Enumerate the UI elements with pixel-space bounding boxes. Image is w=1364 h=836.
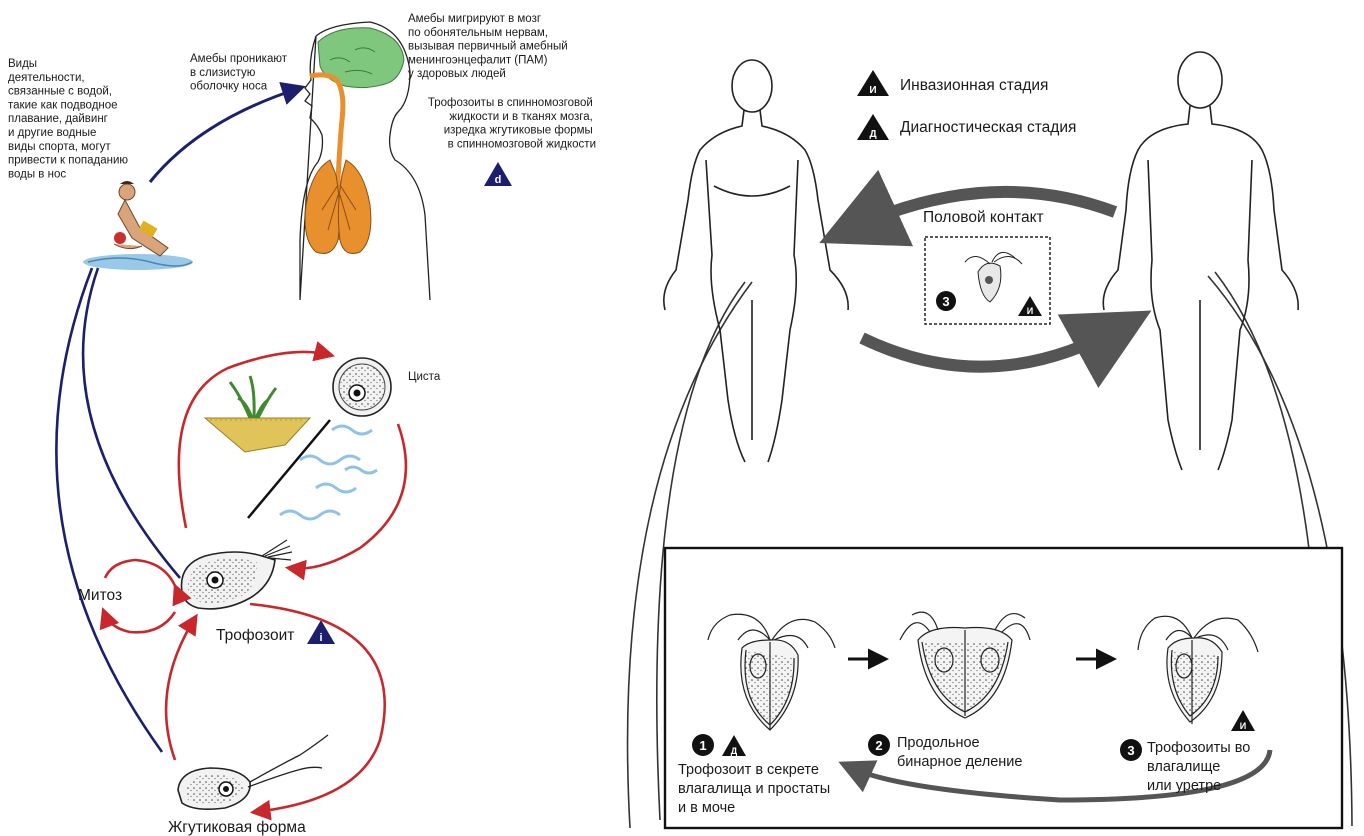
water-waves — [280, 426, 377, 519]
arrow-flagellate-to-trophozoite — [166, 618, 195, 760]
male-figure — [1103, 52, 1298, 470]
svg-text:1: 1 — [699, 738, 706, 753]
svg-text:Д: Д — [869, 129, 876, 140]
csf-text: Трофозоиты в спинномозговой жидкости и в… — [428, 97, 596, 150]
legend-diagnostic: Д Диагностическая стадия — [857, 114, 1076, 140]
svg-text:Диагностическая стадия: Диагностическая стадия — [900, 119, 1076, 136]
flagellate-label: Жгутиковая форма — [168, 819, 306, 836]
nose-entry-text: Амебы проникают в слизистую оболочку нос… — [190, 53, 290, 93]
svg-text:3: 3 — [942, 294, 949, 309]
cyst-illustration — [333, 358, 391, 416]
svg-text:i: i — [319, 632, 322, 644]
arrow-female-to-male — [862, 328, 1120, 367]
legend-invasive: И Инвазионная стадия — [857, 70, 1048, 96]
svg-text:2: 2 — [875, 738, 882, 753]
naegleria-life-cycle: Виды деятельности, связанные с водой, та… — [8, 13, 596, 836]
arrow-mitosis-bottom — [104, 612, 175, 632]
line-flagellate-to-water — [56, 268, 162, 752]
line-trophozoite-to-water — [83, 268, 180, 578]
svg-text:И: И — [1240, 721, 1246, 731]
svg-text:Инвазионная стадия: Инвазионная стадия — [900, 77, 1048, 94]
mitosis-label: Митоз — [78, 587, 122, 604]
trophozoite-illustration — [181, 540, 292, 609]
svg-text:d: d — [495, 174, 502, 186]
trichomonas-life-cycle: И Инвазионная стадия Д Диагностическая с… — [628, 52, 1352, 828]
soil-plant-icon — [205, 376, 310, 452]
cyst-label: Циста — [408, 371, 441, 383]
svg-text:3: 3 — [1127, 743, 1134, 758]
brain-migration-text: Амебы мигрируют в мозг по обонятельным н… — [408, 13, 571, 80]
inset-trophozoite-box: 3 И — [925, 237, 1050, 324]
flagellate-illustration — [178, 735, 328, 809]
female-figure — [664, 60, 848, 462]
trophozoite-label: Трофозоит — [216, 627, 294, 644]
swimmer-illustration — [83, 181, 193, 270]
svg-text:Д: Д — [731, 746, 738, 756]
water-activities-text: Виды деятельности, связанные с водой, та… — [8, 58, 131, 180]
diagnostic-stage-badge-d: d — [484, 162, 512, 186]
arrow-to-nose — [150, 88, 300, 182]
sexual-contact-label: Половой контакт — [923, 209, 1044, 226]
arrow-mitosis-top — [105, 560, 176, 588]
svg-text:И: И — [869, 85, 876, 96]
svg-text:И: И — [1027, 306, 1033, 316]
